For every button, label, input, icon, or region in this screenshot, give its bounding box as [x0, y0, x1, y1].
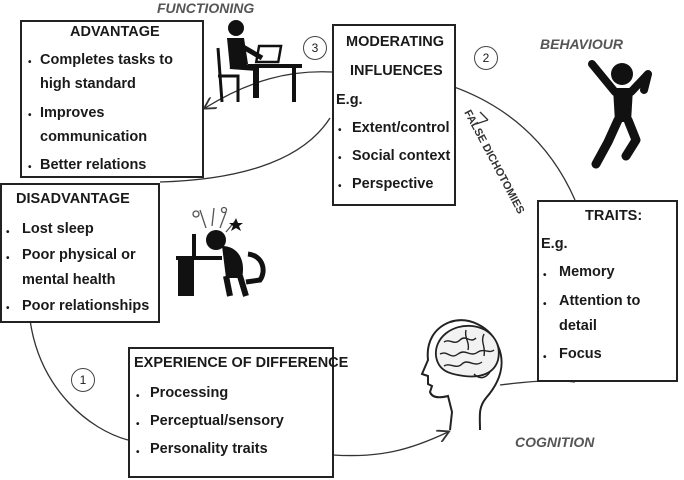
arc-experience-to-cognition: [332, 432, 448, 457]
moderating-item-2: Social context: [352, 148, 451, 164]
advantage-item-2a: Improves: [40, 105, 105, 121]
disadvantage-title: DISADVANTAGE: [16, 191, 130, 207]
bullet: •: [6, 303, 10, 314]
moderating-title-2: INFLUENCES: [350, 63, 443, 79]
moderating-influences-box: MODERATING INFLUENCES E.g. • Extent/cont…: [332, 24, 456, 206]
bullet: •: [136, 419, 140, 430]
disadvantage-item-2a: Poor physical or: [22, 247, 136, 263]
advantage-item-2b: communication: [40, 129, 148, 145]
traits-title: TRAITS:: [585, 208, 643, 224]
bullet: •: [543, 299, 547, 310]
bullet: •: [6, 253, 10, 264]
bullet: •: [338, 153, 342, 164]
arc-disadvantage-to-experience: [29, 319, 129, 441]
arrowhead-traits: [475, 111, 489, 125]
traits-box: TRAITS: E.g. • Memory • Attention to det…: [537, 200, 678, 382]
bullet: •: [28, 57, 32, 68]
bullet: •: [28, 162, 32, 173]
moderating-title-1: MODERATING: [346, 34, 445, 50]
arc-to-advantage: [205, 71, 333, 108]
moderating-eg: E.g.: [336, 92, 363, 108]
disadvantage-item-1: Lost sleep: [22, 221, 94, 237]
moderating-item-1: Extent/control: [352, 120, 450, 136]
jumping-person-icon: [588, 60, 652, 169]
disadvantage-box: DISADVANTAGE • Lost sleep • Poor physica…: [0, 183, 160, 323]
bullet: •: [136, 447, 140, 458]
advantage-title: ADVANTAGE: [70, 24, 160, 40]
experience-item-2: Perceptual/sensory: [150, 413, 284, 429]
moderating-item-3: Perspective: [352, 176, 434, 192]
experience-item-3: Personality traits: [150, 441, 268, 457]
traits-eg: E.g.: [541, 236, 568, 252]
advantage-box: ADVANTAGE • Completes tasks to high stan…: [20, 20, 204, 178]
brain-head-icon: [420, 319, 503, 431]
disadvantage-item-2b: mental health: [22, 272, 116, 288]
traits-item-2a: Attention to: [559, 293, 641, 309]
disadvantage-item-3: Poor relationships: [22, 298, 150, 314]
bullet: •: [543, 352, 547, 363]
person-at-desk-icon: [216, 20, 302, 103]
experience-of-difference-box: EXPERIENCE OF DIFFERENCE • Processing • …: [128, 347, 348, 478]
bullet: •: [28, 110, 32, 121]
bullet: •: [338, 125, 342, 136]
step-2-circle: 2: [474, 46, 498, 70]
advantage-item-1b: high standard: [40, 76, 136, 92]
step-3-circle: 3: [303, 36, 327, 60]
stressed-person-icon: [176, 206, 266, 297]
traits-item-3: Focus: [559, 346, 602, 362]
cognition-label: COGNITION: [515, 434, 595, 450]
experience-title: EXPERIENCE OF DIFFERENCE: [134, 355, 349, 371]
traits-item-1: Memory: [559, 264, 615, 280]
bullet: •: [338, 181, 342, 192]
traits-item-2b: detail: [559, 318, 597, 334]
advantage-item-3: Better relations: [40, 157, 147, 173]
experience-item-1: Processing: [150, 385, 229, 401]
arc-to-disadvantage: [159, 117, 331, 183]
bullet: •: [136, 391, 140, 402]
step-1-circle: 1: [71, 368, 95, 392]
behaviour-label: BEHAVIOUR: [540, 36, 623, 52]
bullet: •: [6, 227, 10, 238]
functioning-label: FUNCTIONING: [157, 0, 255, 16]
advantage-item-1a: Completes tasks to: [40, 52, 173, 68]
bullet: •: [543, 270, 547, 281]
